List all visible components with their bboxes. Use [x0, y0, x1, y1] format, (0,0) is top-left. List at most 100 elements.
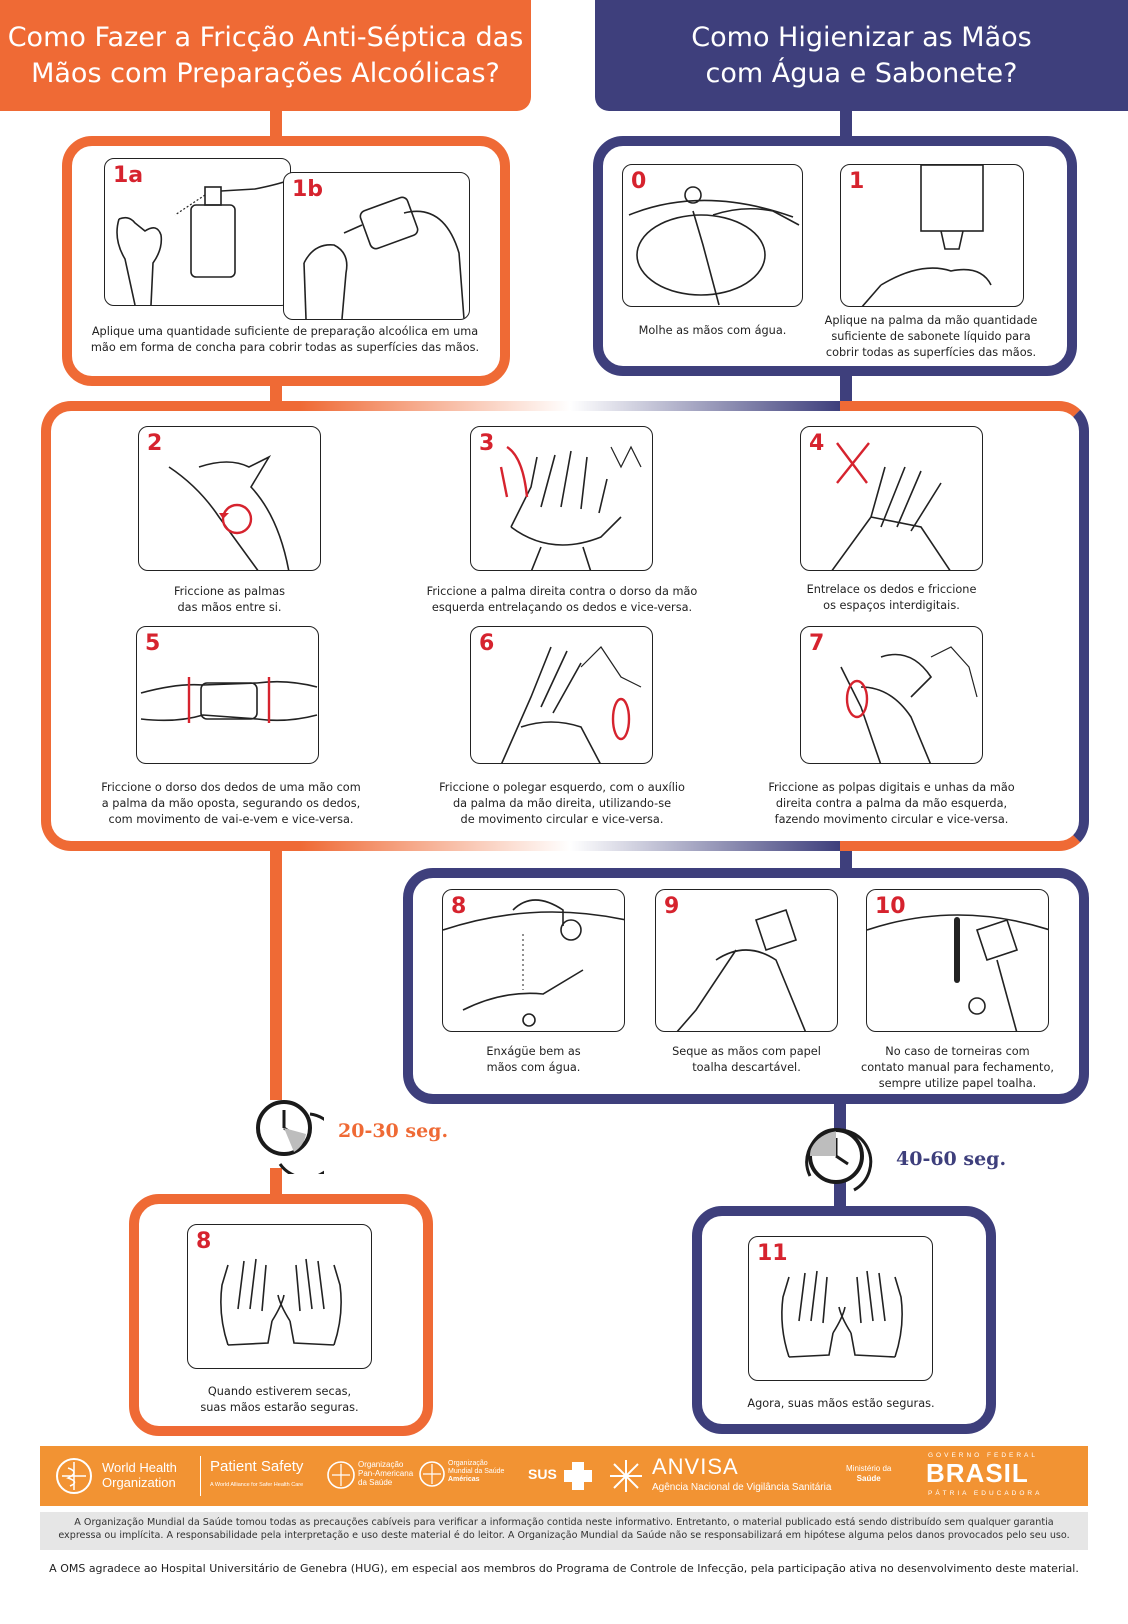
- who-line: Organization: [102, 1475, 176, 1490]
- step-number: 3: [479, 431, 495, 456]
- caption-line: No caso de torneiras com: [885, 1045, 1030, 1058]
- sus-logo: SUS: [528, 1466, 557, 1482]
- caption-step-4: Entrelace os dedos e friccione os espaço…: [780, 582, 1003, 614]
- ministry-line: Saúde: [856, 1474, 881, 1483]
- anvisa-emblem-icon: [610, 1460, 642, 1492]
- caption-step-0: Molhe as mãos com água.: [622, 323, 803, 339]
- back-of-hand-rub-icon: [499, 445, 642, 570]
- caption-step-11: Agora, suas mãos estão seguras.: [720, 1396, 962, 1412]
- caption-step-8-dry: Quando estiverem secas, suas mãos estarã…: [172, 1384, 387, 1416]
- step-number: 1a: [113, 163, 144, 188]
- caption-line: Friccione o dorso dos dedos de uma mão c…: [101, 781, 361, 794]
- caption-step-7: Friccione as polpas digitais e unhas da …: [756, 780, 1027, 828]
- header-left-line1: Como Fazer a Fricção Anti-Séptica das: [7, 22, 524, 53]
- oms-emblem-icon: [419, 1461, 445, 1487]
- panel-step-8-dry: 8: [187, 1224, 372, 1369]
- connector-left-top: [270, 111, 282, 141]
- connector-left-mid: [270, 384, 282, 404]
- oms-line: Mundial da Saúde: [448, 1468, 505, 1475]
- caption-step-6: Friccione o polegar esquerdo, com o auxí…: [420, 780, 704, 828]
- opas-line: Pan-Americana: [358, 1469, 414, 1478]
- gradient-top-edge: [300, 401, 840, 411]
- step-number: 6: [479, 631, 495, 656]
- header-handwash: Como Higienizar as Mãos com Água e Sabon…: [595, 0, 1128, 111]
- caption-line: Seque as mãos com papel: [672, 1045, 821, 1058]
- panel-step-3: 3: [470, 426, 653, 571]
- interlaced-fingers-icon: [831, 442, 951, 570]
- step-number: 7: [809, 631, 825, 656]
- paper-towel-dry-icon: [676, 908, 807, 1031]
- caption-line: Enxágüe bem as: [486, 1045, 581, 1058]
- disclaimer: A Organização Mundial da Saúde tomou tod…: [40, 1512, 1088, 1550]
- anvisa-subtitle: Agência Nacional de Vigilância Sanitária: [652, 1482, 832, 1493]
- disclaimer-line: A Organização Mundial da Saúde tomou tod…: [74, 1517, 1054, 1528]
- connector-right-low1: [840, 850, 852, 870]
- ministry-name: Ministério da Saúde: [846, 1464, 891, 1484]
- caption-line: sempre utilize papel toalha.: [878, 1077, 1037, 1090]
- connector-right-top: [840, 111, 852, 141]
- step-number: 8: [451, 894, 467, 919]
- caption-line: Friccione as polpas digitais e unhas da …: [768, 781, 1015, 794]
- caption-line: Friccione as palmas: [173, 585, 286, 598]
- step-number: 11: [757, 1241, 788, 1266]
- who-line: World Health: [102, 1460, 177, 1475]
- who-emblem-icon: [56, 1458, 92, 1494]
- caption-line: de movimento circular e vice-versa.: [460, 813, 664, 826]
- panel-step-1b: 1b: [283, 172, 470, 320]
- footer-logo-bar: World Health Organization Patient Safety…: [40, 1446, 1088, 1506]
- caption-step-9: Seque as mãos com papel toalha descartáv…: [640, 1044, 853, 1076]
- ministry-line: Ministério da: [846, 1464, 892, 1473]
- oms-name: Organização Mundial da Saúde Américas: [448, 1460, 504, 1484]
- panel-step-5: 5: [136, 626, 319, 764]
- caption-line: cobrir todas as superfícies das mãos.: [825, 346, 1037, 359]
- gov-bottom-text: PÁTRIA EDUCADORA: [928, 1490, 1043, 1497]
- thumb-rub-icon: [501, 646, 642, 763]
- caption-step-10: No caso de torneiras com contato manual …: [860, 1044, 1055, 1092]
- who-name: World Health Organization: [102, 1460, 177, 1490]
- opas-emblem-icon: [327, 1461, 355, 1489]
- caption-line: a palma da mão oposta, segurando os dedo…: [101, 797, 361, 810]
- caption-step-2: Friccione as palmas das mãos entre si.: [138, 584, 321, 616]
- caption-line: Agora, suas mãos estão seguras.: [747, 1397, 935, 1410]
- palms-rub-icon: [168, 455, 290, 570]
- caption-line: suas mãos estarão seguras.: [200, 1401, 359, 1414]
- caption-line: Friccione a palma direita contra o dorso…: [426, 585, 698, 598]
- caption-line: mãos com água.: [486, 1061, 581, 1074]
- caption-line: esquerda entrelaçando os dedos e vice-ve…: [431, 601, 693, 614]
- caption-line: Molhe as mãos com água.: [638, 324, 787, 337]
- panel-step-9: 9: [655, 889, 838, 1032]
- panel-step-10: 10: [866, 889, 1049, 1032]
- panel-step-2: 2: [138, 426, 321, 571]
- soap-dispenser-icon: [861, 165, 992, 306]
- panel-step-11: 11: [748, 1236, 933, 1381]
- header-left-line2: Mãos com Preparações Alcoólicas?: [31, 58, 500, 89]
- opas-line: da Saúde: [358, 1478, 393, 1487]
- panel-step-4: 4: [800, 426, 983, 571]
- gov-top-text: GOVERNO FEDERAL: [928, 1452, 1039, 1459]
- header-alcohol-rub: Como Fazer a Fricção Anti-Séptica das Mã…: [0, 0, 531, 111]
- oms-line: Américas: [448, 1476, 480, 1483]
- step-number: 8: [196, 1229, 212, 1254]
- caption-line: contato manual para fechamento,: [861, 1061, 1054, 1074]
- patient-safety-title: Patient Safety: [210, 1458, 304, 1475]
- open-hands-icon: [220, 1258, 342, 1346]
- panel-step-0: 0: [622, 164, 803, 307]
- disclaimer-line: expressa ou implícita. A responsabilidad…: [58, 1530, 1070, 1541]
- step-number: 1b: [292, 177, 324, 202]
- dispenser-hand-icon: [116, 180, 288, 305]
- panel-step-7: 7: [800, 626, 983, 764]
- rinse-faucet-icon: [443, 899, 624, 1027]
- caption-line: toalha descartável.: [692, 1061, 801, 1074]
- step-number: 10: [875, 894, 906, 919]
- connector-right-mid: [840, 370, 852, 404]
- timer-left-icon: [256, 1100, 324, 1174]
- timer-right-icon: [805, 1128, 873, 1192]
- step-number: 2: [147, 431, 163, 456]
- connector-left-low: [270, 1168, 282, 1196]
- acknowledgement: A OMS agradece ao Hospital Universitário…: [49, 1562, 1079, 1575]
- caption-line: Aplique na palma da mão quantidade: [824, 314, 1038, 327]
- caption-line: Friccione o polegar esquerdo, com o auxí…: [439, 781, 685, 794]
- caption-step-1: Aplique uma quantidade suficiente de pre…: [80, 324, 490, 356]
- caption-step-5: Friccione o dorso dos dedos de uma mão c…: [90, 780, 372, 828]
- caption-line: suficiente de sabonete líquido para: [831, 330, 1031, 343]
